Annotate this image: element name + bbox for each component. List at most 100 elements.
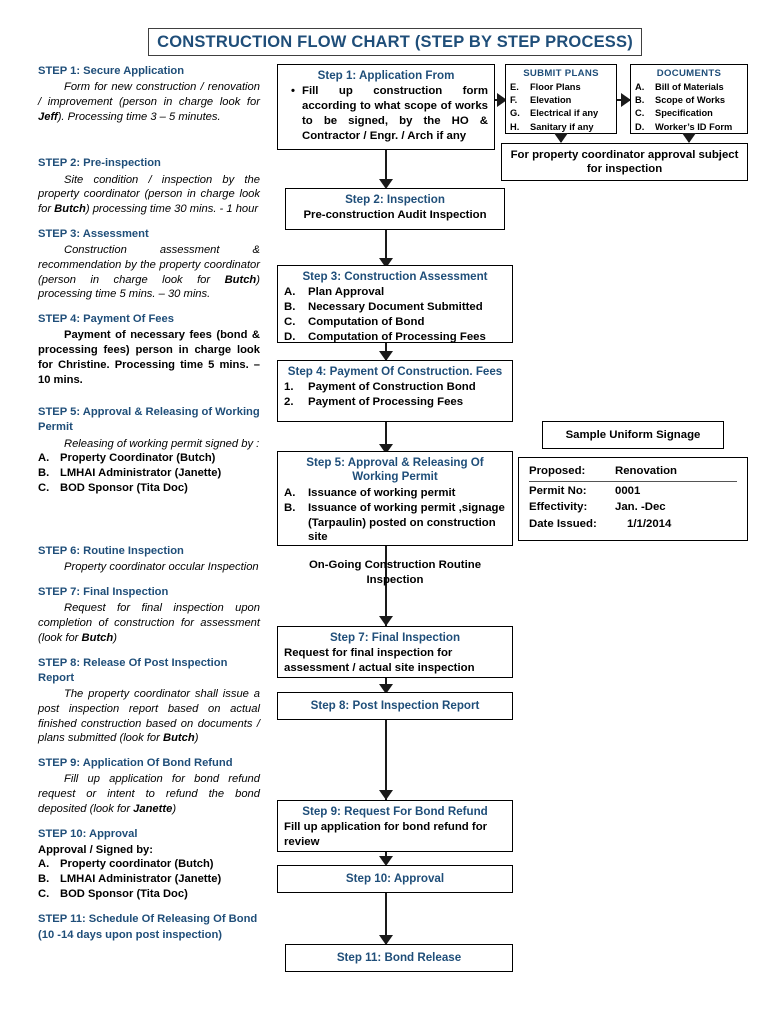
list-item-label: Floor Plans: [530, 82, 581, 92]
documents-heading: DOCUMENTS: [656, 68, 722, 79]
flow-box-step-9-sub: Fill up application for bond refund for …: [284, 821, 488, 848]
flow-box-step-3[interactable]: Step 3: Construction Assessment A. Plan …: [277, 265, 513, 343]
flow-box-step-10[interactable]: Step 10: Approval: [277, 865, 513, 893]
list-item: E. Floor Plans: [510, 81, 612, 94]
flow-box-step-10-heading: Step 10: Approval: [345, 871, 445, 885]
sample-uniform-signage-title: Sample Uniform Signage: [565, 429, 701, 441]
flow-box-step-7[interactable]: Step 7: Final Inspection Request for fin…: [277, 626, 513, 678]
flow-box-step-11[interactable]: Step 11: Bond Release: [285, 944, 513, 972]
list-item-number: 1.: [284, 381, 294, 394]
spacer: [38, 389, 260, 405]
arrow-down-icon: [379, 258, 393, 268]
arrow-down-icon: [379, 684, 393, 694]
list-item-label: Issuance of working permit ,signage (Tar…: [308, 501, 505, 544]
permit-row-proposed: Proposed: Renovation: [529, 463, 737, 482]
connector-step2-to-step3: [385, 230, 387, 266]
flow-box-step-2-sub: Pre-construction Audit Inspection: [303, 209, 487, 222]
flow-box-step-11-heading: Step 11: Bond Release: [336, 950, 462, 964]
spacer: [38, 648, 260, 656]
list-item-label: Electrical if any: [530, 108, 599, 119]
left-step-9-body: Fill up application for bond refund requ…: [38, 773, 260, 815]
list-item-label: Bill of Materials: [655, 82, 724, 92]
list-item: G. Electrical if any: [510, 107, 612, 120]
page-title: CONSTRUCTION FLOW CHART (STEP BY STEP PR…: [148, 28, 642, 56]
list-item-label: Worker’s ID Form: [655, 121, 733, 132]
arrow-down-icon: [379, 179, 393, 189]
left-step-9: STEP 9: Application Of Bond Refund Fill …: [38, 756, 260, 816]
list-item-label: Payment of Construction Bond: [308, 381, 476, 394]
bullet-icon: •: [291, 85, 295, 98]
arrow-down-icon: [379, 790, 393, 800]
left-step-2-heading: STEP 2: Pre-inspection: [38, 157, 161, 170]
submit-plans-list: E. Floor Plans F. Elevation G. Electrica…: [510, 81, 612, 134]
flow-box-documents[interactable]: DOCUMENTS A. Bill of Materials B. Scope …: [630, 64, 748, 134]
list-item-label: Sanitary if any: [530, 121, 594, 132]
list-item-label: LMHAI Administrator (Janette): [60, 467, 222, 480]
list-item: B. LMHAI Administrator (Janette): [38, 466, 260, 481]
page-title-text: CONSTRUCTION FLOW CHART (STEP BY STEP PR…: [157, 32, 633, 51]
list-item-letter: A.: [635, 82, 645, 92]
left-step-7-body: Request for final inspection upon comple…: [38, 602, 260, 644]
flow-box-step-2[interactable]: Step 2: Inspection Pre-construction Audi…: [285, 188, 505, 230]
list-item: B. Scope of Works: [635, 94, 743, 107]
list-item: C. BOD Sponsor (Tita Doc): [38, 481, 260, 496]
list-item: A. Issuance of working permit: [284, 486, 506, 501]
sample-uniform-signage-box[interactable]: Sample Uniform Signage: [542, 421, 724, 449]
left-step-6-heading: STEP 6: Routine Inspection: [38, 545, 184, 558]
left-step-5-signatories: A. Property Coordinator (Butch) B. LMHAI…: [38, 451, 260, 496]
flow-box-step-7-sub: Request for final inspection for assessm…: [284, 647, 475, 674]
flow-box-step-9[interactable]: Step 9: Request For Bond Refund Fill up …: [277, 800, 513, 852]
left-step-10-body: Approval / Signed by:: [38, 843, 153, 856]
flow-box-step-9-heading: Step 9: Request For Bond Refund: [302, 805, 488, 818]
flow-box-step-8-heading: Step 8: Post Inspection Report: [310, 698, 480, 712]
left-step-4: STEP 4: Payment Of Fees Payment of neces…: [38, 312, 260, 387]
spacer: [38, 304, 260, 312]
documents-list: A. Bill of Materials B. Scope of Works C…: [635, 81, 743, 134]
list-item-letter: G.: [510, 108, 520, 119]
left-step-10-signatories: A. Property coordinator (Butch) B. LMHAI…: [38, 857, 260, 902]
flow-box-step-5-list: A. Issuance of working permit B. Issuanc…: [284, 486, 506, 545]
list-item-label: Property coordinator (Butch): [60, 858, 214, 871]
left-step-1: STEP 1: Secure Application Form for new …: [38, 64, 260, 124]
list-item-label: Scope of Works: [655, 95, 726, 106]
list-item: D. Worker’s ID Form: [635, 121, 743, 134]
left-step-4-body: Payment of necessary fees (bond & proces…: [38, 329, 260, 386]
list-item: A. Property coordinator (Butch): [38, 857, 260, 872]
arrow-right-icon: [621, 93, 631, 107]
list-item: F. Elevation: [510, 94, 612, 107]
list-item-letter: A.: [284, 286, 296, 299]
left-step-2-body: Site condition / inspection by the prope…: [38, 173, 260, 216]
list-item-letter: H.: [510, 121, 520, 132]
permit-row-key: Date Issued:: [529, 517, 597, 530]
list-item-label: Computation of Processing Fees: [308, 330, 486, 343]
flow-box-step-4[interactable]: Step 4: Payment Of Construction. Fees 1.…: [277, 360, 513, 422]
permit-row-key: Permit No:: [529, 484, 587, 497]
list-item-letter: B.: [284, 301, 296, 314]
left-step-5: STEP 5: Approval & Releasing of Working …: [38, 405, 260, 496]
flow-box-step-1-bullet: • Fill up construction form according to…: [284, 84, 488, 143]
list-item-label: Payment of Processing Fees: [308, 396, 464, 409]
flow-box-step-8[interactable]: Step 8: Post Inspection Report: [277, 692, 513, 720]
flow-box-step-1-bullet-text: Fill up construction form according to w…: [302, 85, 488, 142]
left-step-2: STEP 2: Pre-inspection Site condition / …: [38, 156, 260, 216]
permit-details-box[interactable]: Proposed: Renovation Permit No: 0001 Eff…: [518, 457, 748, 541]
permit-row-value: Jan. -Dec: [615, 501, 666, 514]
spacer: [38, 528, 260, 544]
flow-box-step-1[interactable]: Step 1: Application From • Fill up const…: [277, 64, 495, 150]
permit-row-value: 1/1/2014: [627, 517, 672, 530]
flow-box-coordinator-approval[interactable]: For property coordinator approval subjec…: [501, 143, 748, 181]
flow-box-step-5[interactable]: Step 5: Approval & Releasing Of Working …: [277, 451, 513, 546]
list-item: C. Computation of Bond: [284, 315, 506, 330]
list-item-letter: B.: [635, 95, 645, 106]
list-item-letter: C.: [284, 316, 296, 329]
permit-row-permit-no: Permit No: 0001: [529, 483, 737, 500]
permit-row-value: 0001: [615, 484, 641, 497]
permit-row-key: Proposed:: [529, 465, 586, 477]
list-item: 2. Payment of Processing Fees: [284, 395, 506, 410]
arrow-down-icon: [379, 856, 393, 866]
left-step-1-heading: STEP 1: Secure Application: [38, 65, 185, 77]
arrow-down-icon: [379, 444, 393, 454]
arrow-down-icon: [379, 616, 393, 626]
arrow-down-icon: [379, 935, 393, 945]
flow-box-submit-plans[interactable]: SUBMIT PLANS E. Floor Plans F. Elevation…: [505, 64, 617, 134]
